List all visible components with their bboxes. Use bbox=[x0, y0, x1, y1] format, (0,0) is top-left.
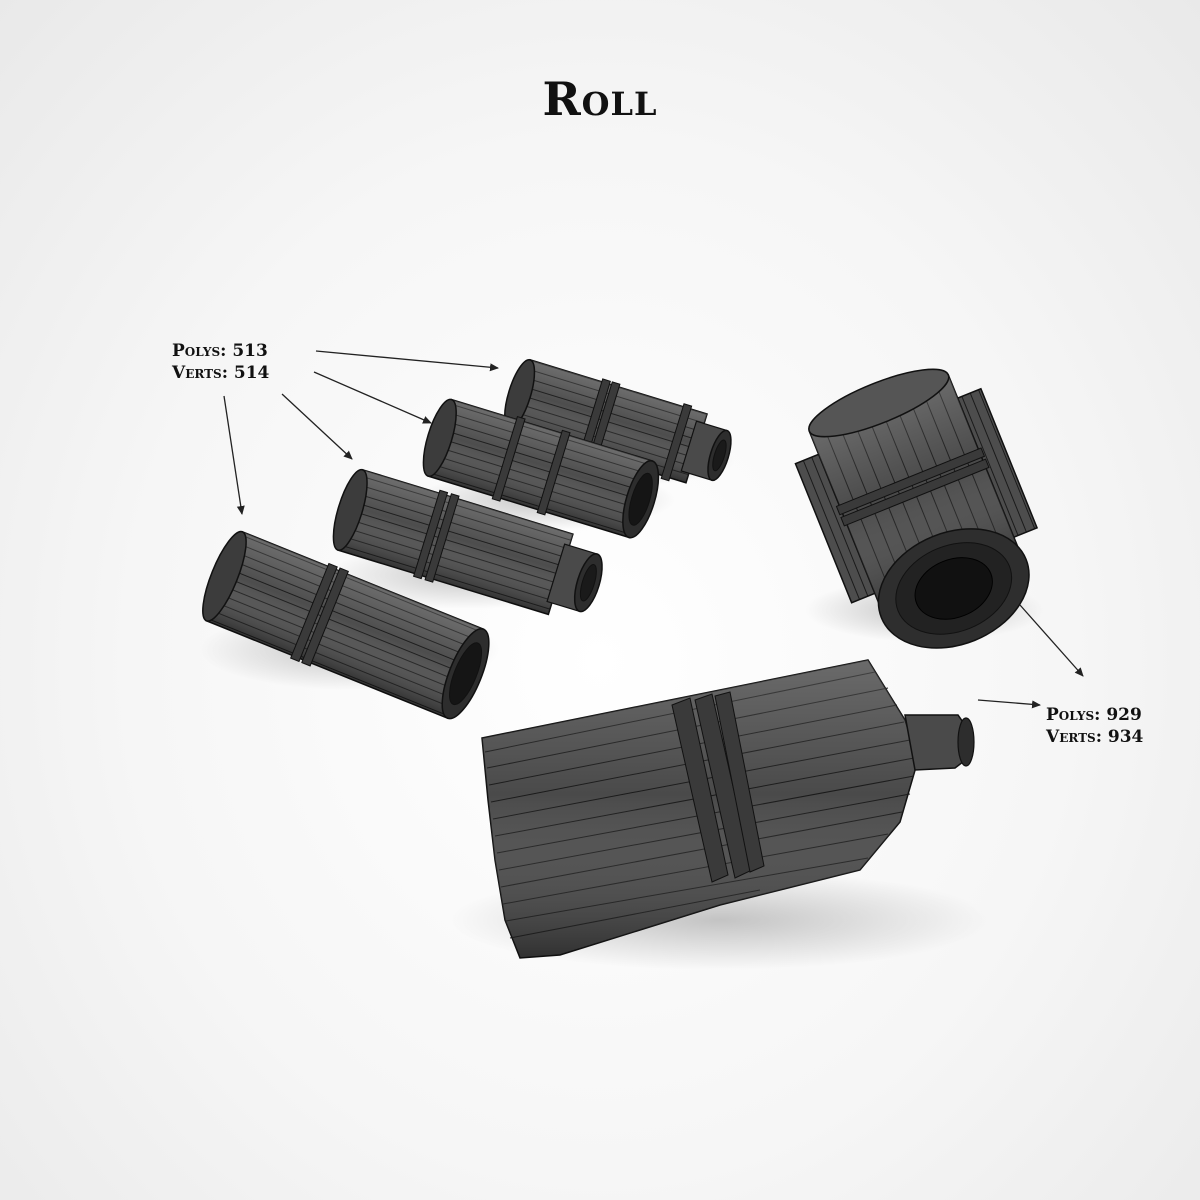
small-roll-3 bbox=[422, 398, 660, 539]
small-rolls-polys: Polys: 513 bbox=[172, 341, 268, 361]
small-rolls-stats: Polys: 513 Verts: 514 bbox=[172, 340, 269, 384]
arrow-to-roll-3 bbox=[313, 371, 432, 424]
arrow-to-upright-roll bbox=[1019, 604, 1084, 677]
arrow-to-roll-2 bbox=[281, 393, 353, 460]
upright-roll bbox=[794, 368, 1039, 649]
small-roll-1 bbox=[202, 530, 490, 720]
arrow-to-roll-1 bbox=[223, 395, 245, 515]
small-rolls-verts: Verts: 514 bbox=[172, 363, 270, 383]
small-roll-4 bbox=[503, 358, 732, 484]
arrow-to-large-roll bbox=[977, 699, 1041, 709]
large-roll-verts: Verts: 934 bbox=[1046, 727, 1144, 747]
small-roll-2 bbox=[332, 468, 603, 616]
page-title: Roll bbox=[542, 72, 658, 126]
arrow-to-roll-4 bbox=[315, 350, 499, 372]
large-roll bbox=[481, 659, 975, 959]
large-roll-stats: Polys: 929 Verts: 934 bbox=[1046, 704, 1143, 748]
large-roll-polys: Polys: 929 bbox=[1046, 705, 1142, 725]
